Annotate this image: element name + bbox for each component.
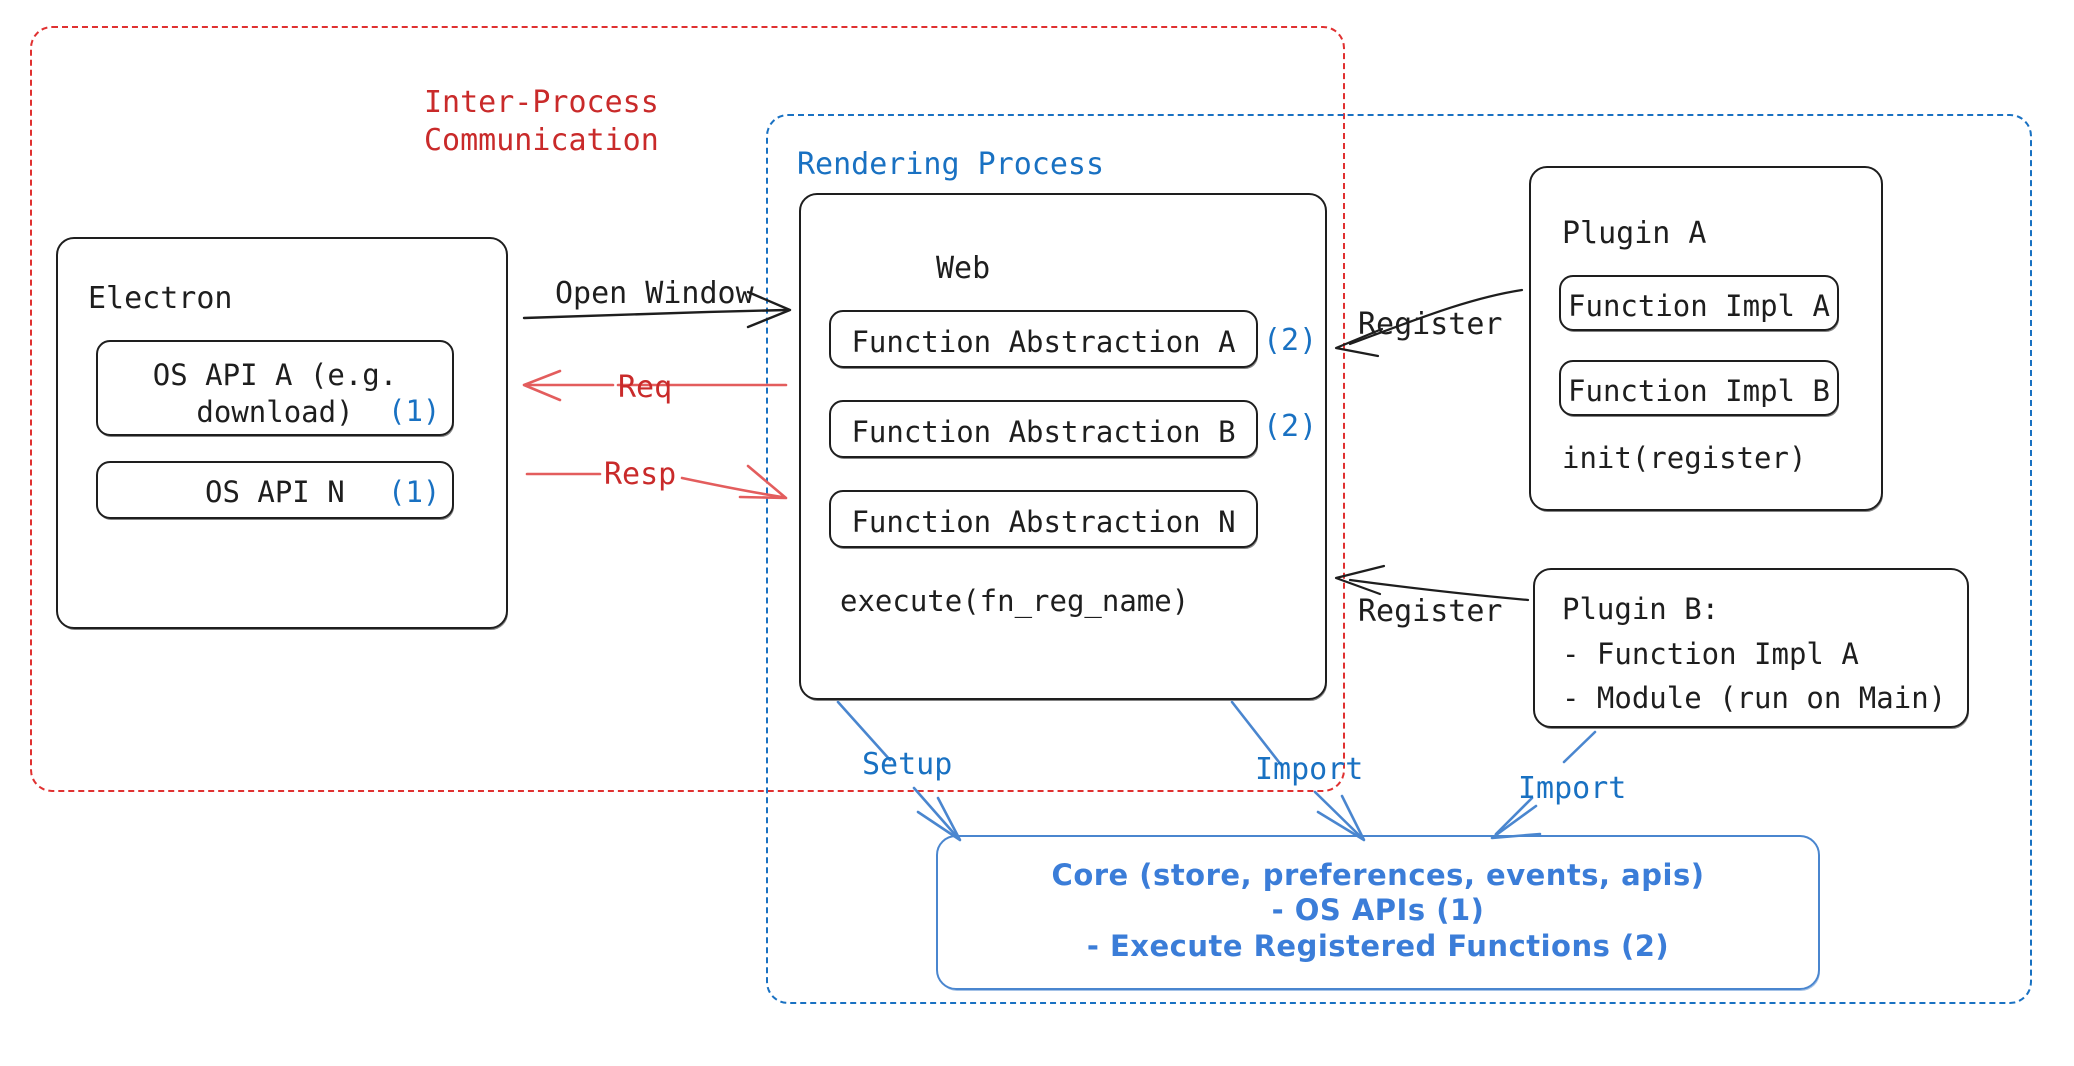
node-web-footer: execute(fn_reg_name): [840, 584, 1190, 618]
edge-label-open-window: Open Window: [555, 276, 754, 311]
node-core[interactable]: [936, 835, 1820, 990]
node-plugin-b-line-0: Plugin B:: [1562, 592, 1720, 626]
node-os-api-n[interactable]: [96, 461, 454, 519]
edge-label-register-plugin-a: Register: [1358, 307, 1503, 342]
node-electron[interactable]: [56, 237, 508, 629]
node-function-impl-b[interactable]: [1559, 360, 1839, 416]
node-web[interactable]: [799, 193, 1327, 700]
node-os-api-a-label: OS API A (e.g. download): [152, 358, 398, 430]
edge-label-setup: Setup: [862, 747, 953, 782]
node-os-api-n-label: OS API N: [205, 475, 345, 509]
node-plugin-a-title: Plugin A: [1562, 216, 1707, 251]
region-rendering-process: [766, 114, 2032, 1004]
edge-label-resp: Resp: [604, 457, 677, 492]
edge-label-import-web-core: Import: [1255, 752, 1364, 787]
edge-label-import-plugin-core: Import: [1518, 771, 1627, 806]
node-function-impl-b-label: Function Impl B: [1568, 374, 1830, 408]
node-core-line-2: - Execute Registered Functions (2): [1086, 929, 1670, 963]
node-os-api-a[interactable]: [96, 340, 454, 436]
node-core-line-1: - OS APIs (1): [1271, 893, 1485, 927]
region-label-ipc: Inter-Process Communication: [424, 85, 659, 159]
node-function-impl-a[interactable]: [1559, 275, 1839, 331]
edge-label-register-plugin-b: Register: [1358, 594, 1503, 629]
node-function-abstraction-n-label: Function Abstraction N: [851, 505, 1236, 539]
node-function-abstraction-a[interactable]: [829, 310, 1258, 368]
node-plugin-a[interactable]: [1529, 166, 1883, 511]
node-core-line-0: Core (store, preferences, events, apis): [1051, 858, 1705, 892]
node-electron-title: Electron: [88, 281, 233, 316]
badge-os-api-a: (1): [388, 394, 441, 428]
badge-function-abstraction-b: (2): [1263, 409, 1318, 444]
node-function-abstraction-b[interactable]: [829, 400, 1258, 458]
node-plugin-a-footer: init(register): [1562, 441, 1807, 475]
badge-os-api-n: (1): [388, 475, 441, 509]
region-label-rendering-process: Rendering Process: [797, 147, 1105, 182]
node-web-title: Web: [936, 251, 991, 286]
node-plugin-b[interactable]: [1533, 568, 1969, 728]
node-plugin-b-line-2: - Module (run on Main): [1562, 681, 1947, 715]
region-inter-process-communication: [30, 26, 1345, 792]
node-function-abstraction-b-label: Function Abstraction B: [851, 415, 1236, 449]
edge-label-req: Req: [618, 370, 673, 405]
node-function-impl-a-label: Function Impl A: [1568, 289, 1830, 323]
badge-function-abstraction-a: (2): [1263, 323, 1318, 358]
node-function-abstraction-n[interactable]: [829, 490, 1258, 548]
node-function-abstraction-a-label: Function Abstraction A: [851, 325, 1236, 359]
node-plugin-b-line-1: - Function Impl A: [1562, 637, 1859, 671]
